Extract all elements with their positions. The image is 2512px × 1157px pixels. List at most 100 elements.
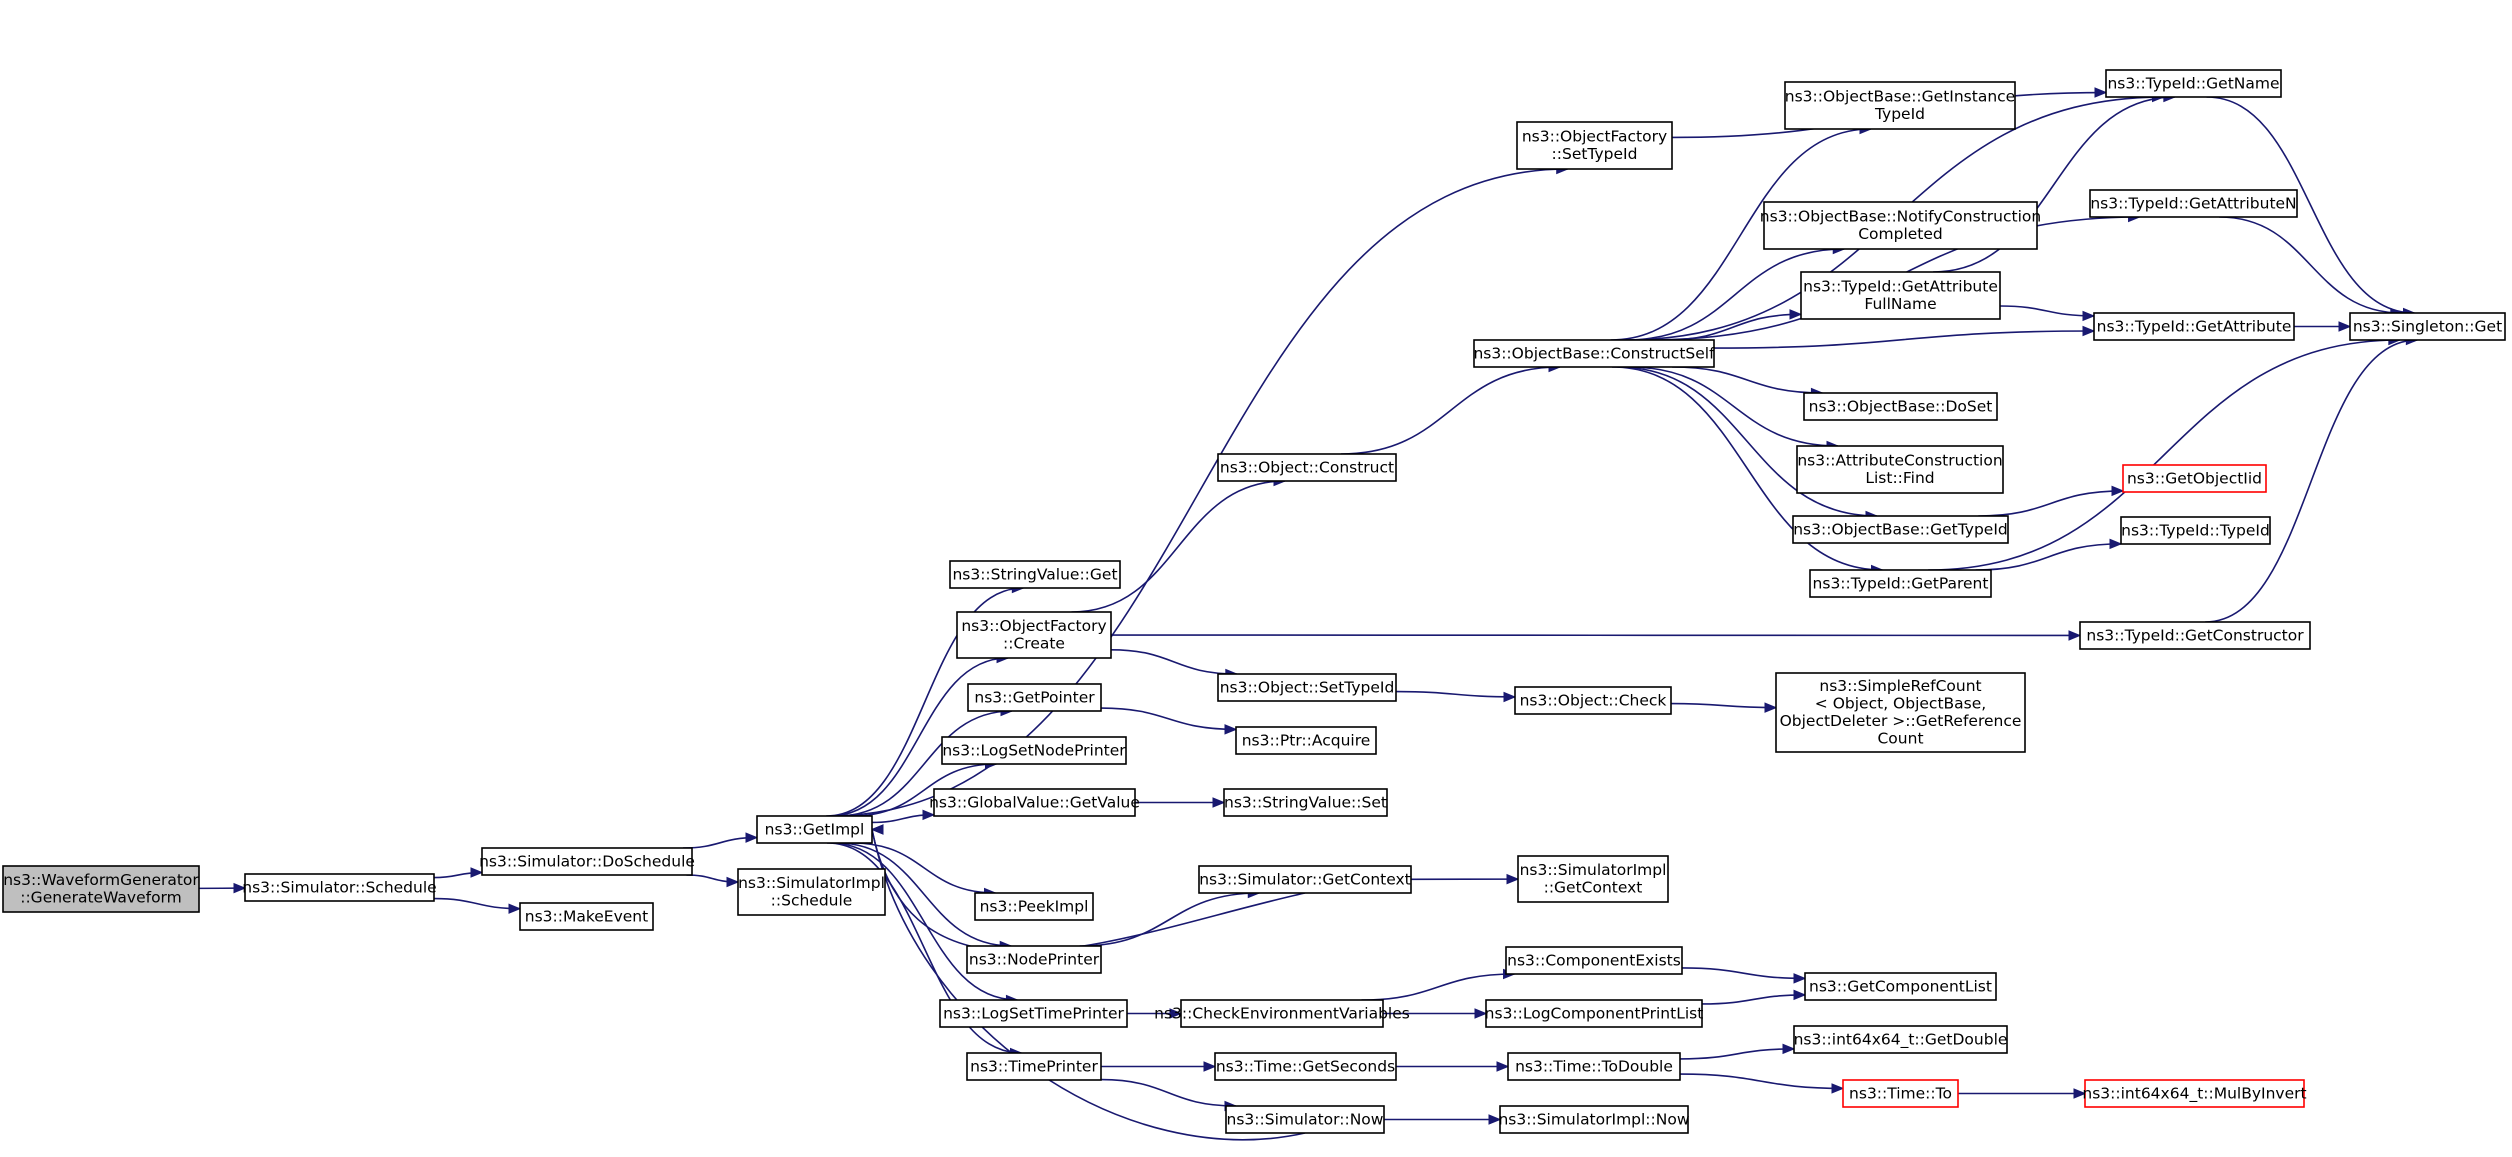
node-box	[2, 865, 200, 913]
node-time-getseconds[interactable]: ns3::Time::GetSeconds	[1214, 1052, 1397, 1081]
node-simimpl-schedule[interactable]: ns3::SimulatorImpl::Schedule	[737, 868, 886, 916]
node-typeid-getattribute[interactable]: ns3::TypeId::GetAttribute	[2093, 312, 2295, 341]
call-edge	[1110, 649, 1237, 675]
node-box	[2120, 516, 2271, 545]
node-typeid-getparent[interactable]: ns3::TypeId::GetParent	[1809, 569, 1992, 598]
node-box	[1800, 271, 2001, 320]
node-simimpl-getcontext[interactable]: ns3::SimulatorImpl::GetContext	[1517, 855, 1669, 903]
node-label: ::SetTypeId	[1552, 145, 1638, 163]
node-int64-mulbyinvert[interactable]: ns3::int64x64_t::MulByInvert	[2082, 1079, 2307, 1108]
node-label: ns3::SimpleRefCount	[1819, 677, 1981, 695]
arrowhead	[726, 876, 740, 888]
node-doschedule[interactable]: ns3::Simulator::DoSchedule	[479, 847, 695, 876]
arrowhead	[2094, 87, 2108, 98]
node-ob-notifyconstruction[interactable]: ns3::ObjectBase::NotifyConstructionCompl…	[1760, 201, 2041, 250]
node-box	[1796, 445, 2004, 494]
node-label: ns3::ComponentExists	[1507, 951, 1681, 969]
node-label: ns3::LogComponentPrintList	[1485, 1004, 1704, 1022]
node-simimpl-now[interactable]: ns3::SimulatorImpl::Now	[1498, 1105, 1690, 1134]
node-typeid-getname[interactable]: ns3::TypeId::GetName	[2105, 69, 2282, 98]
node-object-settypeid[interactable]: ns3::Object::SetTypeId	[1217, 673, 1397, 702]
arrowhead	[1503, 691, 1517, 703]
node-object-construct[interactable]: ns3::Object::Construct	[1217, 453, 1397, 482]
node-ob-doset[interactable]: ns3::ObjectBase::DoSet	[1803, 392, 1998, 421]
node-label: ns3::StringValue::Set	[1224, 793, 1387, 811]
arrowhead	[470, 867, 484, 878]
arrowhead	[1782, 1043, 1796, 1055]
node-ptr-acquire[interactable]: ns3::Ptr::Acquire	[1235, 726, 1377, 755]
node-timeprinter[interactable]: ns3::TimePrinter	[966, 1052, 1102, 1081]
node-label: FullName	[1864, 295, 1936, 313]
node-ob-constructself[interactable]: ns3::ObjectBase::ConstructSelf	[1473, 339, 1715, 368]
node-of-create[interactable]: ns3::ObjectFactory::Create	[956, 611, 1112, 659]
node-root[interactable]: ns3::WaveformGenerator::GenerateWaveform	[2, 865, 200, 913]
node-label: ns3::TypeId::GetAttribute	[2097, 317, 2292, 335]
node-typeid-typeid[interactable]: ns3::TypeId::TypeId	[2120, 516, 2271, 545]
node-label: ns3::ObjectFactory	[961, 617, 1106, 635]
node-label: ns3::Ptr::Acquire	[1242, 731, 1371, 749]
arrowhead	[2082, 325, 2096, 337]
arrowhead	[1474, 1008, 1488, 1019]
node-label: ns3::AttributeConstruction	[1797, 452, 2002, 470]
call-edge	[827, 842, 1022, 1054]
node-label: Completed	[1858, 225, 1943, 243]
node-componentexists[interactable]: ns3::ComponentExists	[1505, 946, 1683, 975]
node-typeid-getattributen[interactable]: ns3::TypeId::GetAttributeN	[2089, 189, 2298, 218]
node-of-settypeid[interactable]: ns3::ObjectFactory::SetTypeId	[1516, 121, 1673, 170]
node-box	[1214, 1052, 1397, 1081]
node-box	[1180, 999, 1384, 1028]
arrowhead	[508, 903, 522, 914]
node-box	[244, 873, 435, 902]
call-edge	[830, 842, 1018, 1001]
call-edge	[1978, 490, 2124, 517]
node-time-todouble[interactable]: ns3::Time::ToDouble	[1507, 1052, 1681, 1081]
call-edge	[837, 842, 1012, 947]
node-ob-gettypeid[interactable]: ns3::ObjectBase::GetTypeId	[1792, 515, 2009, 544]
node-getobjectiid[interactable]: ns3::GetObjectIid	[2122, 464, 2267, 493]
node-int64-getdouble[interactable]: ns3::int64x64_t::GetDouble	[1793, 1025, 2008, 1054]
node-getcomponentlist[interactable]: ns3::GetComponentList	[1804, 972, 1997, 1001]
call-edge	[1617, 366, 1877, 517]
node-makeevent[interactable]: ns3::MakeEvent	[519, 902, 654, 931]
node-box	[1505, 946, 1683, 975]
node-stringvalue-set[interactable]: ns3::StringValue::Set	[1223, 788, 1388, 817]
node-getpointer[interactable]: ns3::GetPointer	[967, 683, 1102, 712]
node-logsettimeprinter[interactable]: ns3::LogSetTimePrinter	[939, 999, 1128, 1028]
arrowhead	[1488, 1114, 1502, 1125]
node-label: ns3::StringValue::Get	[952, 565, 1117, 583]
node-getimpl[interactable]: ns3::GetImpl	[756, 815, 873, 844]
node-sim-now[interactable]: ns3::Simulator::Now	[1225, 1105, 1385, 1134]
call-edge	[1610, 128, 1872, 341]
node-typeid-getconstructor[interactable]: ns3::TypeId::GetConstructor	[2079, 621, 2311, 650]
node-stringvalue-get[interactable]: ns3::StringValue::Get	[949, 560, 1121, 589]
node-box	[1809, 569, 1992, 598]
node-label: ns3::CheckEnvironmentVariables	[1154, 1004, 1410, 1022]
node-object-check[interactable]: ns3::Object::Check	[1514, 686, 1672, 715]
node-label: ObjectDeleter >::GetReference	[1780, 712, 2022, 730]
node-label: ns3::GetImpl	[765, 820, 865, 838]
node-checkenv[interactable]: ns3::CheckEnvironmentVariables	[1154, 999, 1410, 1028]
node-simplerefcount[interactable]: ns3::SimpleRefCount< Object, ObjectBase,…	[1775, 672, 2026, 753]
node-label: ns3::NodePrinter	[969, 950, 1100, 968]
node-label: List::Find	[1865, 469, 1934, 487]
node-box	[2079, 621, 2311, 650]
node-time-to[interactable]: ns3::Time::To	[1842, 1079, 1959, 1108]
call-edge	[1395, 690, 1516, 698]
node-logsetnodeprinter[interactable]: ns3::LogSetNodePrinter	[941, 736, 1127, 765]
node-globalvalue-getvalue[interactable]: ns3::GlobalValue::GetValue	[929, 788, 1140, 817]
node-label: ns3::TypeId::GetParent	[1813, 574, 1989, 592]
node-peekimpl[interactable]: ns3::PeekImpl	[974, 892, 1094, 921]
arrowhead	[2073, 1088, 2087, 1099]
node-singleton-get[interactable]: ns3::Singleton::Get	[2349, 312, 2506, 341]
node-box	[1842, 1079, 1959, 1108]
call-edge	[1701, 994, 1806, 1005]
node-nodeprinter[interactable]: ns3::NodePrinter	[966, 945, 1102, 974]
node-schedule[interactable]: ns3::Simulator::Schedule	[242, 873, 437, 902]
node-sim-getcontext[interactable]: ns3::Simulator::GetContext	[1198, 865, 1412, 894]
node-label: ns3::SimulatorImpl::Now	[1498, 1110, 1689, 1128]
node-logcomponentprintlist[interactable]: ns3::LogComponentPrintList	[1485, 999, 1704, 1028]
